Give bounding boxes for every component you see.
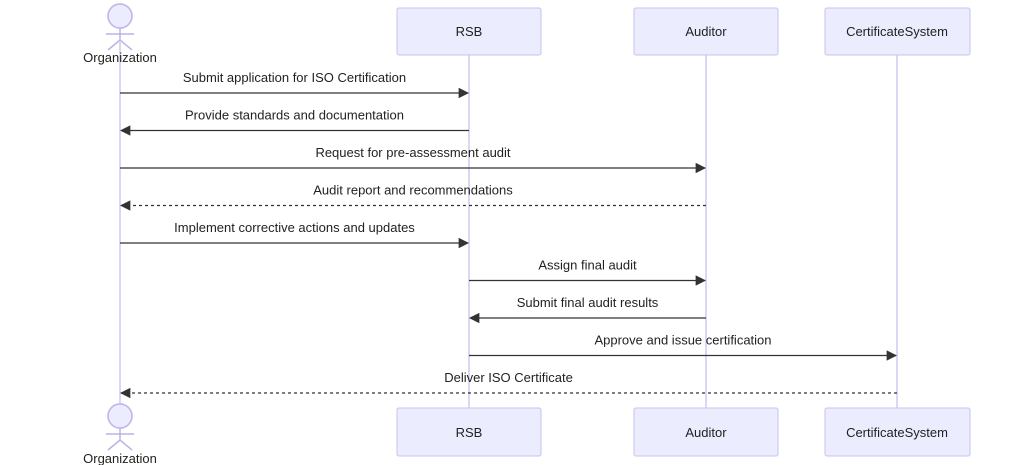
message-label: Approve and issue certification: [594, 333, 771, 348]
message-label: Request for pre-assessment audit: [315, 145, 510, 160]
message-3: Request for pre-assessment audit: [120, 145, 707, 174]
message-4: Audit report and recommendations: [119, 183, 706, 211]
participant-auditor-bottom[interactable]: Auditor: [633, 407, 779, 457]
participant-label-rsb: RSB: [456, 425, 483, 440]
message-label: Deliver ISO Certificate: [444, 370, 573, 385]
message-label: Assign final audit: [538, 258, 637, 273]
participant-label-certificate-system: CertificateSystem: [846, 24, 948, 39]
message-8: Approve and issue certification: [469, 333, 898, 361]
participant-certificate-system-top[interactable]: CertificateSystem: [824, 7, 971, 56]
participant-rsb-top[interactable]: RSB: [396, 7, 542, 56]
actor-organization-bottom[interactable]: Organization: [83, 403, 157, 465]
message-5: Implement corrective actions and updates: [120, 220, 470, 249]
participant-rsb-bottom[interactable]: RSB: [396, 407, 542, 457]
participant-label-auditor: Auditor: [685, 425, 727, 440]
message-7: Submit final audit results: [468, 295, 706, 324]
participant-label-auditor: Auditor: [685, 24, 727, 39]
person-icon: [106, 3, 134, 51]
actor-organization-top[interactable]: Organization: [83, 3, 157, 65]
message-label: Submit final audit results: [517, 295, 659, 310]
message-9: Deliver ISO Certificate: [119, 370, 897, 399]
message-label: Provide standards and documentation: [185, 108, 404, 123]
actor-label-organization: Organization: [83, 451, 157, 465]
participant-label-certificate-system: CertificateSystem: [846, 425, 948, 440]
message-label: Implement corrective actions and updates: [174, 220, 415, 235]
message-2: Provide standards and documentation: [119, 108, 469, 136]
messages-group: Submit application for ISO Certification…: [119, 70, 898, 399]
message-1: Submit application for ISO Certification: [120, 70, 470, 99]
participant-label-rsb: RSB: [456, 24, 483, 39]
person-icon: [106, 403, 134, 451]
message-6: Assign final audit: [469, 258, 707, 286]
message-label: Submit application for ISO Certification: [183, 70, 406, 85]
participant-certificate-system-bottom[interactable]: CertificateSystem: [824, 407, 971, 457]
participant-auditor-top[interactable]: Auditor: [633, 7, 779, 56]
actor-label-organization: Organization: [83, 50, 157, 65]
message-label: Audit report and recommendations: [313, 183, 513, 198]
